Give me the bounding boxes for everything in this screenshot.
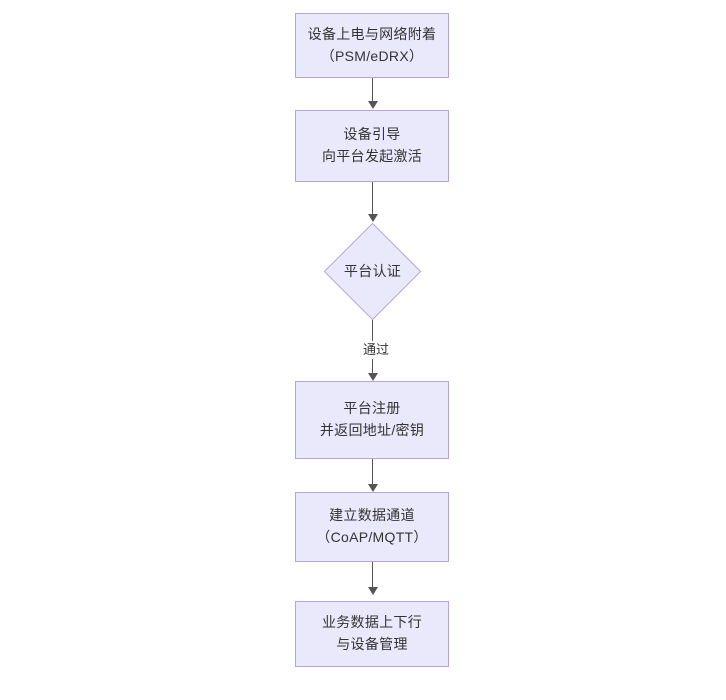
node-platform-auth[interactable]: 平台认证 [323,222,422,321]
node-platform-register-line-1: 平台注册 [343,400,401,417]
node-power-on[interactable]: 设备上电与网络附着 （PSM/eDRX） [295,13,449,78]
node-business-data-line-1: 业务数据上下行 [321,614,423,631]
node-bootstrap-line-2: 向平台发起激活 [321,148,423,164]
node-data-channel-line-1: 建立数据通道 [329,507,415,524]
node-business-data[interactable]: 业务数据上下行 与设备管理 [295,601,449,667]
node-platform-auth-label: 平台认证 [343,262,402,279]
arrowhead-register-to-data-channel [367,484,378,492]
node-platform-register[interactable]: 平台注册 并返回地址/密钥 [295,381,449,459]
connector-bootstrap-to-platform-auth [372,182,373,216]
arrowhead-data-channel-to-business [367,587,378,595]
arrowhead-bootstrap-to-platform-auth [367,214,378,222]
node-data-channel[interactable]: 建立数据通道 （CoAP/MQTT） [295,492,449,562]
arrowhead-power-on-to-bootstrap [367,101,378,109]
node-bootstrap-line-1: 设备引导 [343,126,401,143]
node-power-on-line-1: 设备上电与网络附着 [307,25,437,42]
node-data-channel-line-2: （CoAP/MQTT） [316,529,428,545]
node-bootstrap[interactable]: 设备引导 向平台发起激活 [295,110,449,182]
edge-label-pass: 通过 [352,341,400,359]
node-platform-register-line-2: 并返回地址/密钥 [319,422,425,438]
node-power-on-line-2: （PSM/eDRX） [320,47,424,64]
connector-data-channel-to-business [372,562,373,588]
arrowhead-platform-auth-to-register [367,373,378,381]
node-business-data-line-2: 与设备管理 [336,636,408,652]
connector-power-on-to-bootstrap [372,78,373,102]
connector-register-to-data-channel [372,459,373,485]
